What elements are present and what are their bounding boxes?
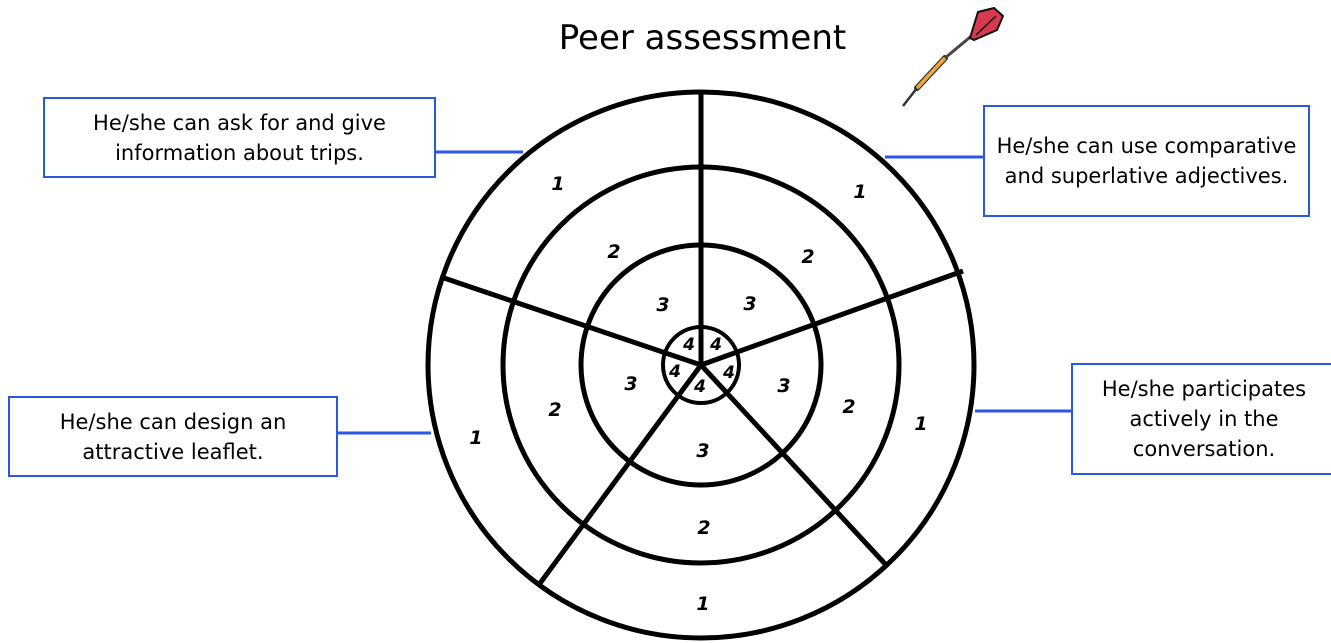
ring-label: 1 xyxy=(551,173,564,195)
spoke-upper-right xyxy=(700,268,964,368)
ring-label: 2 xyxy=(697,517,710,539)
criterion-box-adjectives: He/she can use comparative and superlati… xyxy=(983,105,1310,217)
criterion-box-trips: He/she can ask for and give information … xyxy=(43,97,436,178)
criterion-text: He/she can design an attractive leaflet. xyxy=(59,409,287,464)
ring-label: 2 xyxy=(607,241,620,263)
ring-label: 1 xyxy=(853,181,866,203)
ring-label: 1 xyxy=(469,427,482,449)
page-title: Peer assessment xyxy=(558,18,847,58)
ring-label: 2 xyxy=(842,396,855,418)
ring-label: 2 xyxy=(801,246,814,268)
ring-label: 4 xyxy=(682,335,695,355)
ring-label: 4 xyxy=(693,377,706,397)
criterion-text: He/she participates actively in the conv… xyxy=(1101,377,1307,461)
dart-icon xyxy=(902,6,1005,107)
spoke-lower-left xyxy=(535,363,704,588)
spoke-lower-right xyxy=(699,363,889,568)
spoke-upper-left xyxy=(440,274,702,368)
ring-label: 3 xyxy=(696,440,709,462)
ring-label: 4 xyxy=(709,335,722,355)
ring-label: 3 xyxy=(656,294,669,316)
ring-label: 3 xyxy=(777,375,790,397)
criterion-text: He/she can use comparative and superlati… xyxy=(996,134,1297,188)
criterion-text: He/she can ask for and give information … xyxy=(93,110,386,165)
ring-label: 4 xyxy=(668,362,681,382)
criterion-box-conversation: He/she participates actively in the conv… xyxy=(1071,363,1331,475)
ring-label: 3 xyxy=(743,293,756,315)
ring-label: 4 xyxy=(722,363,735,383)
ring-label: 1 xyxy=(914,413,927,435)
ring-label: 2 xyxy=(548,399,561,421)
ring-label: 3 xyxy=(624,373,637,395)
criterion-box-leaflet: He/she can design an attractive leaflet. xyxy=(8,396,338,477)
ring-label: 1 xyxy=(696,593,709,615)
